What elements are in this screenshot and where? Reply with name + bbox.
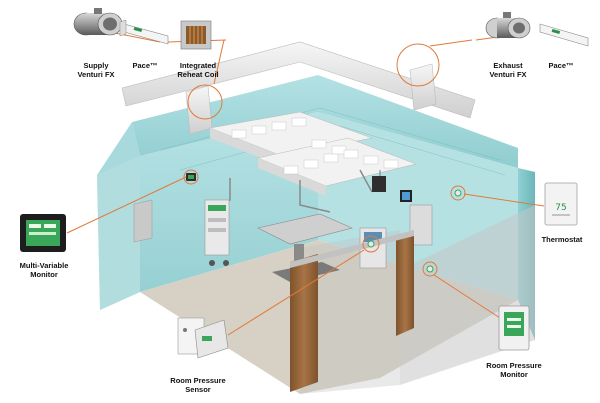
supply-venturi-icon <box>73 8 123 36</box>
label-room-pressure-sensor: Room Pressure Sensor <box>170 376 226 394</box>
thermostat-icon: 75 <box>544 182 578 226</box>
door-right <box>396 230 414 336</box>
callout-circle-thermostat <box>450 185 466 201</box>
diffuser-panel-2-side <box>258 158 326 196</box>
wall-thermostat-small <box>454 189 462 197</box>
label-multi-variable-monitor: Multi-Variable Monitor <box>19 261 69 279</box>
label-room-pressure-monitor: Room Pressure Monitor <box>486 361 542 379</box>
callout-circle-pressure-monitor <box>422 261 438 277</box>
pace-controller-left-icon <box>119 19 169 45</box>
side-door <box>133 199 153 243</box>
equipment-tower-left <box>204 199 230 266</box>
callout-lines <box>66 31 545 336</box>
hanging-monitor <box>372 170 386 192</box>
callout-circle-sensor <box>362 235 380 253</box>
door-left <box>290 254 318 392</box>
main-duct <box>121 41 476 119</box>
callout-circle-monitor <box>183 169 199 185</box>
label-thermostat: Thermostat <box>541 235 583 244</box>
callout-circle-reheat <box>187 84 223 120</box>
exhaust-venturi-icon <box>485 12 531 39</box>
label-pace-right: Pace™ <box>548 61 574 70</box>
anesthesia-cart <box>359 190 433 269</box>
multi-variable-monitor-icon <box>20 214 66 252</box>
callout-circle-exhaust <box>396 43 440 87</box>
label-exhaust-venturi: Exhaust Venturi FX <box>489 61 527 79</box>
room-pressure-monitor-icon <box>498 305 530 351</box>
room-pressure-sensor-icon <box>177 317 229 359</box>
diffuser-cells <box>231 117 399 175</box>
pace-controller-right-icon <box>539 23 589 47</box>
reheat-coil-icon <box>180 20 212 50</box>
duct-riser-right <box>409 63 437 111</box>
label-reheat-coil: Integrated Reheat Coil <box>177 61 219 79</box>
wall-monitor-right <box>426 265 434 273</box>
wall-sensor-door <box>367 240 375 248</box>
label-pace-left: Pace™ <box>132 61 158 70</box>
back-wall <box>132 75 518 168</box>
door-header <box>290 230 414 268</box>
front-left-wall <box>97 156 140 310</box>
svg-text:75: 75 <box>555 203 566 213</box>
label-supply-venturi: Supply Venturi FX <box>77 61 115 79</box>
